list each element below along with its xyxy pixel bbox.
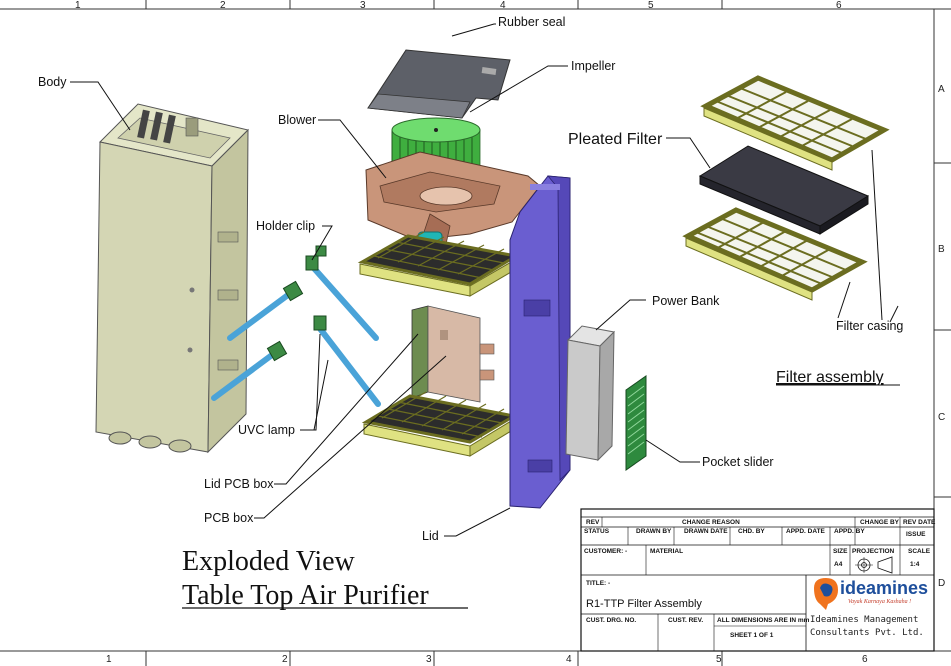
- zone-right-b: B: [938, 244, 945, 255]
- label-lid-pcb-box: Lid PCB box: [204, 477, 274, 491]
- tb-sheet: SHEET 1 OF 1: [730, 632, 774, 639]
- label-power-bank: Power Bank: [652, 294, 720, 308]
- label-filter-assembly: Filter assembly: [776, 369, 884, 386]
- zone-right-d: D: [938, 578, 945, 589]
- pcb-box-part: [411, 305, 495, 403]
- projection-symbol-icon: [855, 556, 893, 574]
- tb-projection: PROJECTION: [852, 548, 895, 555]
- tb-change-reason: CHANGE REASON: [682, 519, 740, 526]
- tb-material: MATERIAL: [650, 548, 683, 555]
- holder-clips: [266, 245, 327, 362]
- title-line-1: Exploded View: [182, 546, 356, 577]
- zone-top-5: 5: [648, 0, 654, 11]
- label-pcb-box: PCB box: [204, 511, 254, 525]
- zone-top-3: 3: [360, 0, 366, 11]
- tb-company-full-2: Consultants Pvt. Ltd.: [810, 628, 924, 638]
- zone-bottom-5: 5: [716, 654, 722, 665]
- tb-chd-by: CHD. BY: [738, 528, 765, 535]
- title-line-2: Table Top Air Purifier: [182, 580, 429, 611]
- tb-cust-drg-no: CUST. DRG. NO.: [586, 617, 636, 624]
- zone-top-1: 1: [75, 0, 81, 11]
- tb-company-short: ideamines: [840, 578, 928, 598]
- lid-part: [509, 175, 571, 509]
- tb-appd-by: APPD. BY: [834, 528, 865, 535]
- tb-scale: SCALE: [908, 548, 931, 555]
- label-blower: Blower: [278, 113, 316, 127]
- body-part: [95, 103, 249, 454]
- title-block: [580, 508, 935, 652]
- tb-title-value: R1-TTP Filter Assembly: [586, 598, 702, 610]
- tb-all-dims: ALL DIMENSIONS ARE IN mm: [717, 617, 810, 624]
- leader-lines: [70, 23, 899, 537]
- rubber-seal-part: [367, 49, 511, 119]
- tb-drawn-date: DRAWN DATE: [684, 528, 728, 535]
- zone-bottom-6: 6: [862, 654, 868, 665]
- zone-right-a: A: [938, 84, 945, 95]
- lower-filter-tray: [361, 391, 519, 457]
- label-pocket-slider: Pocket slider: [702, 455, 774, 469]
- tb-drawn-by: DRAWN BY: [636, 528, 672, 535]
- zone-bottom-3: 3: [426, 654, 432, 665]
- filter-casing-bottom: [682, 207, 868, 301]
- tb-size-value: A4: [834, 561, 843, 568]
- upper-filter-tray: [357, 231, 521, 297]
- blower-part: [365, 151, 541, 251]
- pocket-slider-part: [625, 375, 647, 471]
- label-impeller: Impeller: [571, 59, 615, 73]
- ideamines-logo-icon: [814, 578, 838, 610]
- zone-right-c: C: [938, 412, 945, 423]
- tb-company-full-1: Ideamines Management: [810, 615, 918, 625]
- tb-title-label: TITLE: -: [586, 580, 610, 587]
- tb-appd-date: APPD. DATE: [786, 528, 826, 535]
- tb-tagline: Vayak Karnaya Kashaha !: [848, 599, 911, 605]
- zone-bottom-1: 1: [106, 654, 112, 665]
- pleated-filter-part: [698, 145, 870, 235]
- tb-size: SIZE: [833, 548, 848, 555]
- zone-top-4: 4: [500, 0, 506, 11]
- tb-status: STATUS: [584, 528, 610, 535]
- label-body: Body: [38, 75, 67, 89]
- label-holder-clip: Holder clip: [256, 219, 315, 233]
- tb-rev-date: REV DATE: [903, 519, 936, 526]
- label-filter-casing: Filter casing: [836, 319, 903, 333]
- tb-change-by: CHANGE BY: [860, 519, 900, 526]
- zone-bottom-2: 2: [282, 654, 288, 665]
- tb-scale-value: 1:4: [910, 561, 920, 568]
- power-bank-part: [565, 325, 616, 462]
- tb-cust-rev: CUST. REV.: [668, 617, 703, 624]
- tb-issue: ISSUE: [906, 531, 926, 538]
- label-pleated-filter: Pleated Filter: [568, 131, 663, 148]
- label-uvc-lamp: UVC lamp: [238, 423, 295, 437]
- zone-top-2: 2: [220, 0, 226, 11]
- label-rubber-seal: Rubber seal: [498, 15, 565, 29]
- filter-casing-top: [700, 75, 890, 171]
- tb-customer: CUSTOMER: -: [584, 548, 627, 555]
- zone-top-6: 6: [836, 0, 842, 11]
- label-lid: Lid: [422, 529, 439, 543]
- tb-rev: REV: [586, 519, 600, 526]
- zone-bottom-4: 4: [566, 654, 572, 665]
